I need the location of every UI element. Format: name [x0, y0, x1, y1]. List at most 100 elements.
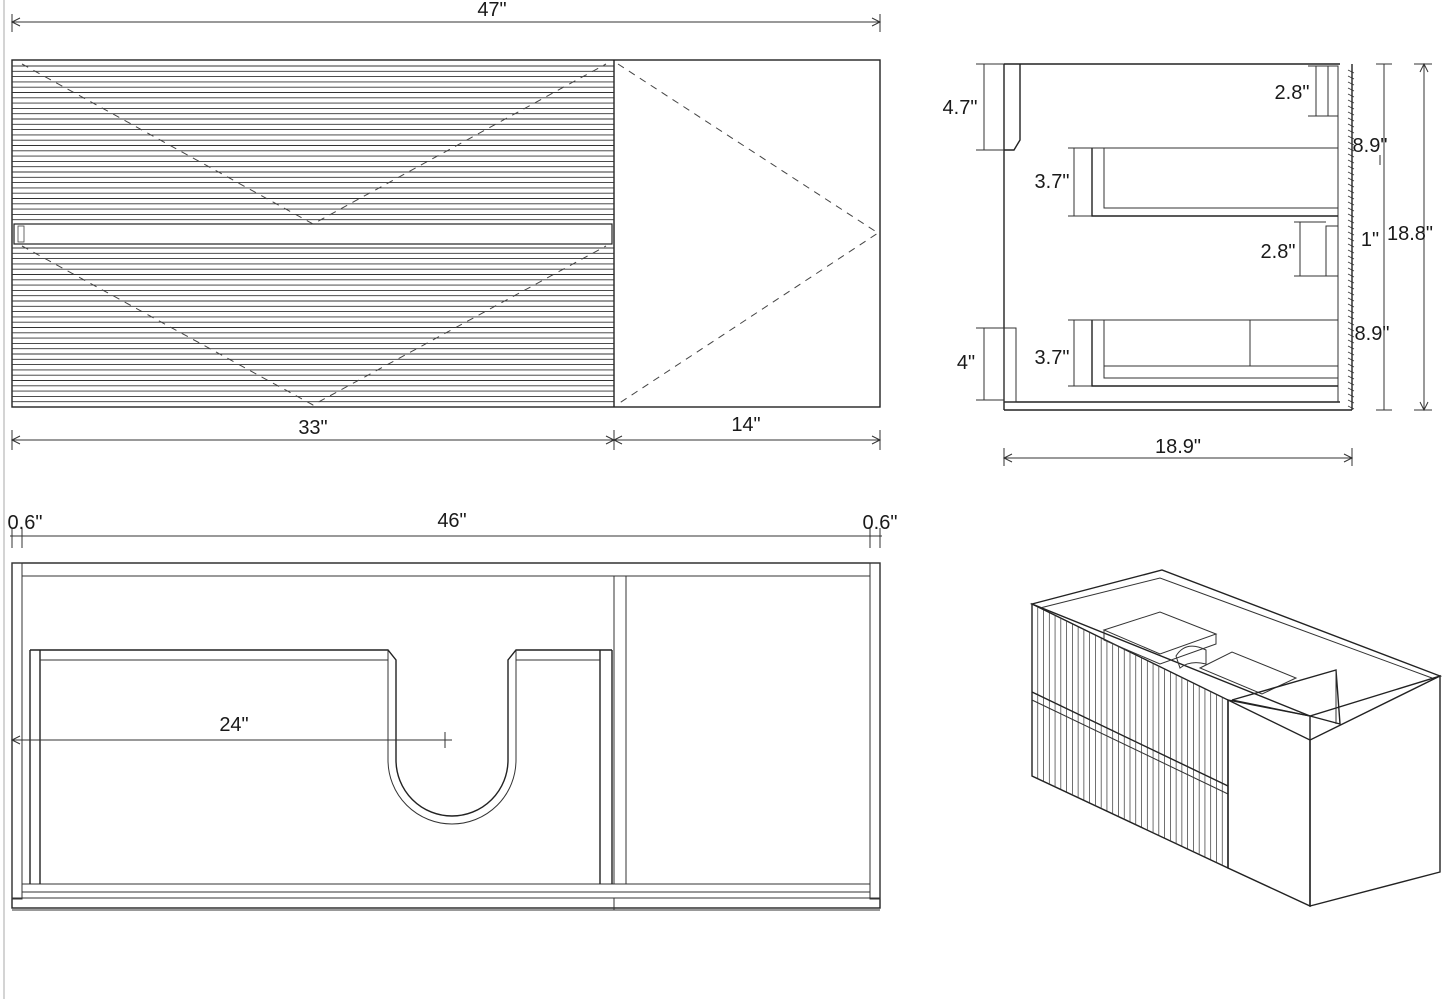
- dim-bottom-box: 3.7": [1035, 319, 1092, 387]
- bottom-drawer-height-label: 8.9": [1355, 323, 1390, 345]
- flute-line: [1347, 237, 1355, 242]
- flute-line: [1347, 243, 1355, 248]
- bottom-offset-label: 4": [957, 352, 975, 374]
- flute-line: [1347, 81, 1355, 86]
- flute-line: [1347, 69, 1355, 74]
- dim-bottom-offset: 4": [957, 327, 1004, 401]
- drawer-u-cutout: [29, 649, 613, 884]
- dim-drain-center: 24": [10, 714, 452, 748]
- flute-line: [1347, 129, 1355, 134]
- flute-line: [1347, 207, 1355, 212]
- divider-panel: [613, 575, 627, 885]
- flute-line: [1347, 291, 1355, 296]
- flute-line: [1347, 315, 1355, 320]
- flute-line: [1347, 141, 1355, 146]
- bottom-box-label: 3.7": [1035, 347, 1070, 369]
- flute-line: [1347, 273, 1355, 278]
- flute-line: [1347, 351, 1355, 356]
- flute-line: [1347, 327, 1355, 332]
- flute-line: [1347, 297, 1355, 302]
- flute-line: [1347, 345, 1355, 350]
- flute-line: [1347, 189, 1355, 194]
- dim-door-width: 14": [612, 414, 882, 450]
- top-offset-label: 4.7": [943, 97, 978, 119]
- drawer-width-label: 33": [298, 417, 327, 439]
- flute-line: [1347, 213, 1355, 218]
- bottom-drawer-open-indicator: [21, 245, 607, 406]
- top-drawer-front-label: 2.8": [1275, 82, 1310, 104]
- side-front-fluting: [1347, 69, 1355, 410]
- bottom-drawer-fluting: [12, 247, 614, 403]
- drawer-separator: [13, 223, 613, 245]
- side-view: 4.7" 3.7" 2.8" 2.8" 3.7": [943, 62, 1433, 466]
- inner-width-label: 46": [437, 510, 466, 532]
- dim-top-drawer-height: 8.9" 1" 8.9": [1353, 63, 1392, 411]
- bottom-drawer-front-label: 2.8": [1261, 241, 1296, 263]
- gap-label: 1": [1361, 229, 1379, 251]
- top-box-label: 3.7": [1035, 171, 1070, 193]
- flute-line: [1347, 177, 1355, 182]
- flute-line: [1347, 147, 1355, 152]
- flute-line: [1347, 183, 1355, 188]
- front-view: 47" 33" 14": [10, 0, 882, 450]
- right-panel-label: 0.6": [863, 512, 898, 534]
- flute-line: [1347, 357, 1355, 362]
- flute-line: [1347, 111, 1355, 116]
- top-drawer-open-indicator: [21, 63, 607, 225]
- top-view: 0.6" 46" 0.6" 24": [8, 510, 898, 911]
- dim-top-box: 3.7": [1035, 147, 1092, 217]
- flute-line: [1347, 195, 1355, 200]
- flute-line: [1347, 393, 1355, 398]
- isometric-view: [1029, 569, 1443, 908]
- flute-line: [1347, 231, 1355, 236]
- flute-line: [1347, 201, 1355, 206]
- flute-line: [1347, 303, 1355, 308]
- flute-line: [1347, 267, 1355, 272]
- flute-line: [1347, 309, 1355, 314]
- flute-line: [1347, 399, 1355, 404]
- drawer-handle-notch: [17, 225, 25, 243]
- flute-line: [1347, 165, 1355, 170]
- top-drawer-fluting: [12, 65, 614, 221]
- flute-line: [1347, 339, 1355, 344]
- flute-line: [1347, 171, 1355, 176]
- dim-top-offset: 4.7": [943, 63, 1004, 151]
- flute-line: [1347, 333, 1355, 338]
- dim-bottom-drawer-front: 2.8": [1261, 221, 1326, 277]
- depth-label: 18.9": [1155, 436, 1201, 458]
- flute-line: [1347, 219, 1355, 224]
- flute-line: [1347, 363, 1355, 368]
- dim-depth: 18.9": [1002, 436, 1354, 466]
- top-drawer-height-label: 8.9": [1353, 135, 1388, 157]
- flute-line: [1347, 285, 1355, 290]
- flute-line: [1347, 321, 1355, 326]
- door-width-label: 14": [731, 414, 760, 436]
- dim-top-widths: 0.6" 46" 0.6": [8, 510, 898, 548]
- flute-line: [1347, 159, 1355, 164]
- flute-line: [1347, 375, 1355, 380]
- flute-line: [1347, 75, 1355, 80]
- total-height-label: 18.8": [1387, 223, 1433, 245]
- flute-line: [1347, 249, 1355, 254]
- flute-line: [1347, 279, 1355, 284]
- left-panel-label: 0.6": [8, 512, 43, 534]
- flute-line: [1347, 87, 1355, 92]
- iso-fluting: [1037, 606, 1223, 866]
- overall-width-label: 47": [477, 0, 506, 21]
- dim-drawer-width: 33": [10, 417, 616, 450]
- dim-overall-width: 47": [10, 0, 882, 32]
- dim-total-height: 18.8": [1387, 62, 1433, 412]
- flute-line: [1347, 381, 1355, 386]
- flute-line: [1347, 225, 1355, 230]
- flute-line: [1347, 93, 1355, 98]
- dim-top-drawer-front: 2.8": [1275, 65, 1328, 117]
- front-cabinet-outline: [11, 59, 881, 408]
- flute-line: [1347, 255, 1355, 260]
- flute-line: [1347, 387, 1355, 392]
- drain-center-label: 24": [219, 714, 248, 736]
- flute-line: [1347, 117, 1355, 122]
- flute-line: [1347, 99, 1355, 104]
- flute-line: [1347, 153, 1355, 158]
- flute-line: [1347, 123, 1355, 128]
